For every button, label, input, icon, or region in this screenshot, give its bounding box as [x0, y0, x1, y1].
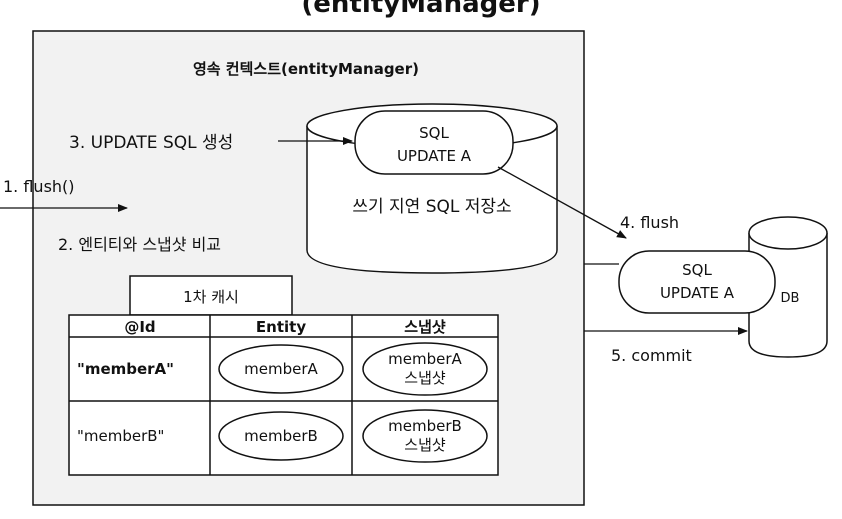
cache-row-a-snapshot-line1: memberA [388, 350, 462, 368]
cache-header-entity: Entity [256, 318, 306, 336]
cache-row-b-entity: memberB [244, 427, 318, 445]
entity-member-b-ellipse [218, 411, 344, 461]
entity-member-a-ellipse [218, 344, 344, 394]
step-flush-call: 1. flush() [3, 177, 75, 196]
cache-title: 1차 캐시 [183, 288, 239, 306]
sql-capsule-store: SQL UPDATE A [354, 110, 514, 175]
cache-row-b-snapshot-line1: memberB [388, 417, 462, 435]
first-level-cache: 1차 캐시 @Id Entity 스냅샷 "memberA" memberA m… [68, 275, 499, 476]
cache-row-a-id: "memberA" [77, 360, 174, 378]
cache-row-a-entity: memberA [244, 360, 318, 378]
snapshot-member-a-ellipse [362, 342, 488, 396]
cache-header-id: @Id [124, 318, 155, 336]
sql-store-label: 쓰기 지연 SQL 저장소 [352, 197, 511, 217]
cache-row-b-snapshot-line2: 스냅샷 [404, 436, 446, 454]
sql-capsule-db: SQL UPDATE A [618, 250, 776, 314]
cache-row-a-snapshot-line2: 스냅샷 [404, 369, 446, 387]
sql-capsule-store-line1: SQL [419, 124, 449, 142]
step-commit: 5. commit [611, 346, 692, 365]
sql-capsule-store-line2: UPDATE A [397, 147, 472, 165]
persistence-context-title: 영속 컨텍스트(entityManager) [193, 60, 419, 78]
step-update-generate: 3. UPDATE SQL 생성 [69, 133, 233, 153]
cache-row-b-id: "memberB" [77, 427, 164, 445]
db-label: DB [781, 291, 800, 306]
step-flush-to-db: 4. flush [620, 213, 679, 232]
top-cut-title: (entityManager) [301, 0, 540, 19]
flush-to-db-arrow [497, 166, 627, 239]
cache-header-snapshot: 스냅샷 [404, 318, 446, 336]
step-compare: 2. 엔티티와 스냅샷 비교 [58, 235, 221, 254]
sql-capsule-db-line1: SQL [682, 261, 712, 279]
sql-capsule-db-line2: UPDATE A [660, 284, 735, 302]
cache-title-box [129, 275, 293, 316]
snapshot-member-b-ellipse [362, 409, 488, 463]
